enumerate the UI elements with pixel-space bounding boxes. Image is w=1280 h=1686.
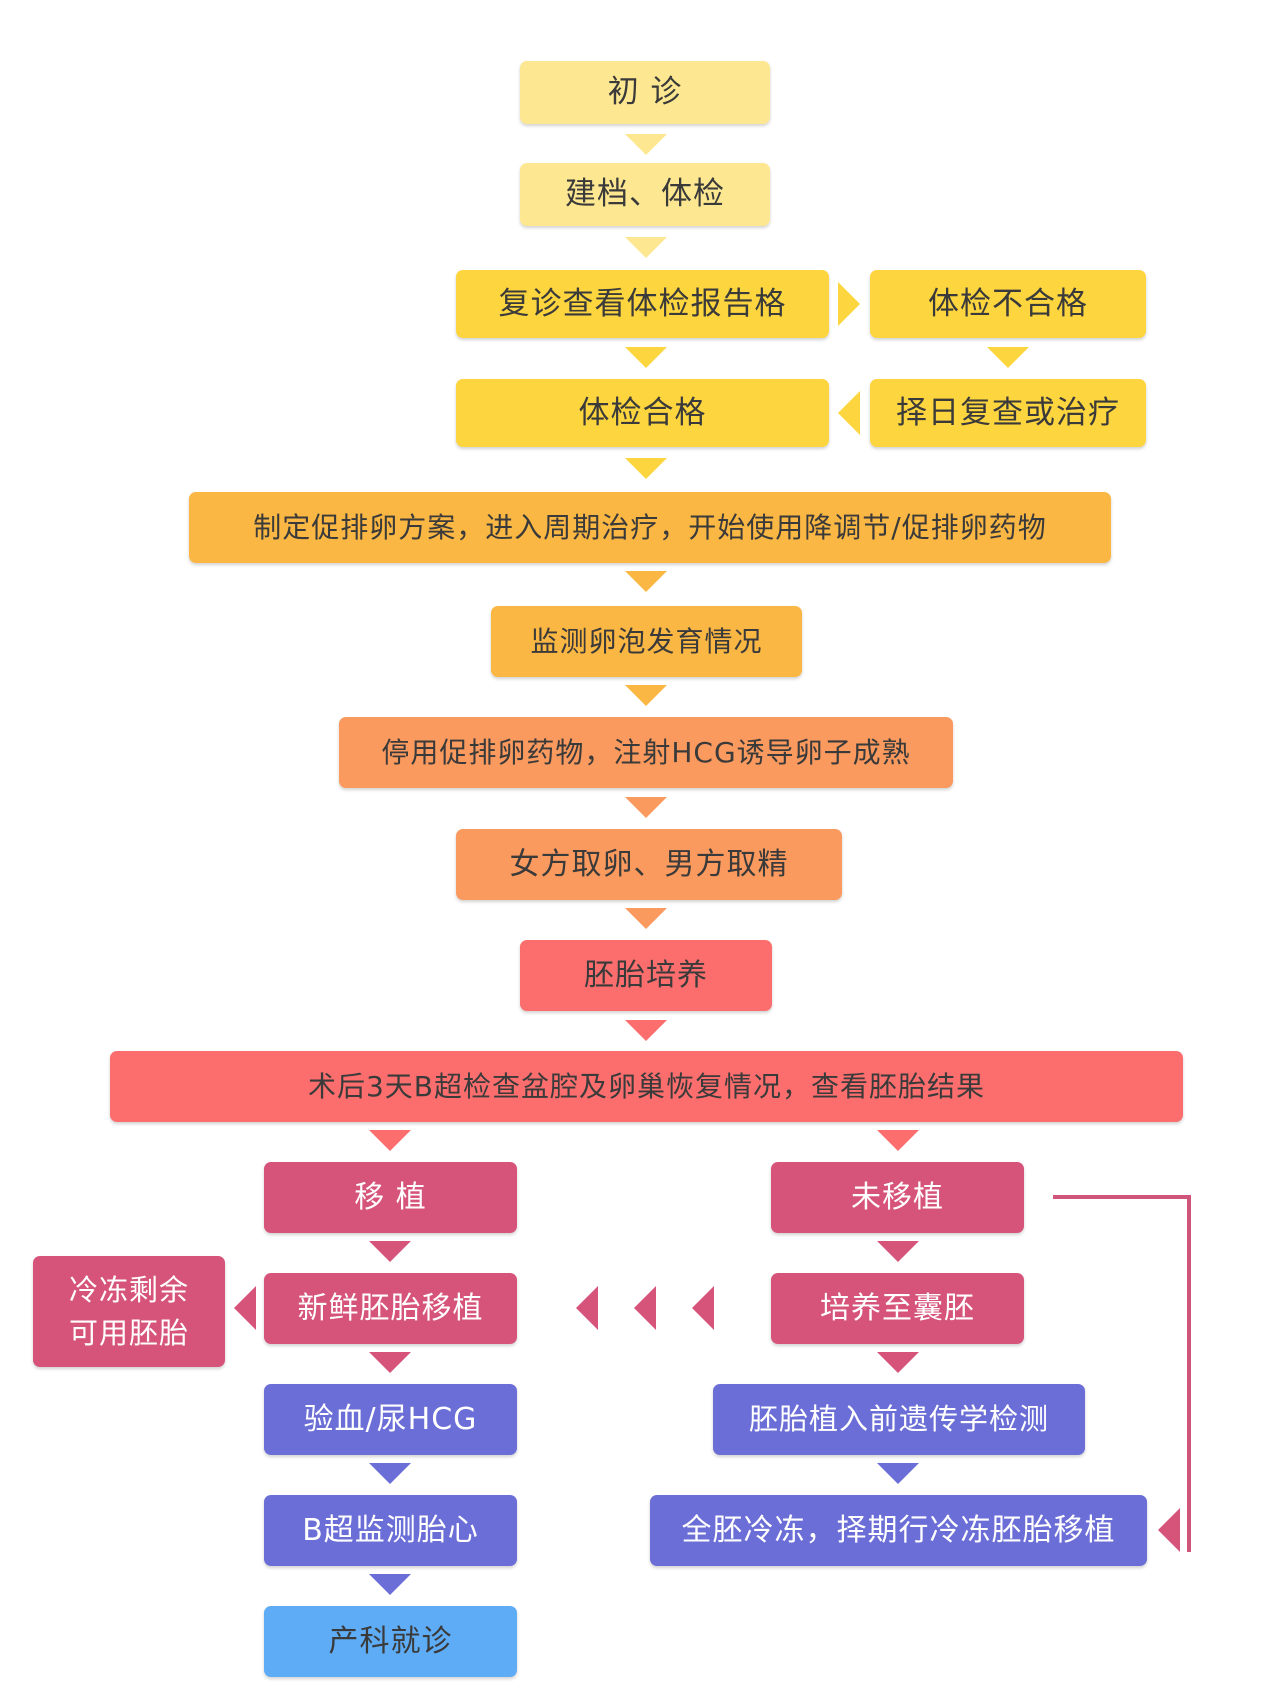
arrow-down-icon (625, 237, 667, 258)
step-hcg-trigger: 停用促排卵药物，注射HCG诱导卵子成熟 (339, 717, 953, 788)
arrow-left-icon (576, 1286, 598, 1330)
step-exam-pass: 体检合格 (456, 379, 829, 447)
step-recheck-or-treat: 择日复查或治疗 (870, 379, 1146, 447)
arrow-down-icon (369, 1574, 411, 1595)
arrow-left-icon (838, 391, 860, 435)
step-no-transfer: 未移植 (771, 1162, 1024, 1233)
step-blood-urine-hcg: 验血/尿HCG (264, 1384, 517, 1455)
arrow-down-icon (877, 1463, 919, 1484)
step-ovulation-protocol: 制定促排卵方案，进入周期治疗，开始使用降调节/促排卵药物 (189, 492, 1111, 563)
arrow-down-icon (625, 347, 667, 368)
step-ultrasound-heartbeat: B超监测胎心 (264, 1495, 517, 1566)
arrow-left-icon (1158, 1508, 1180, 1552)
arrow-down-icon (877, 1130, 919, 1151)
arrow-down-icon (369, 1352, 411, 1373)
step-fresh-embryo-transfer: 新鲜胚胎移植 (264, 1273, 517, 1344)
step-transfer: 移 植 (264, 1162, 517, 1233)
arrow-down-icon (625, 458, 667, 479)
arrow-down-icon (369, 1241, 411, 1262)
step-culture-to-blastocyst: 培养至囊胚 (771, 1273, 1024, 1344)
arrow-down-icon (877, 1352, 919, 1373)
arrow-down-icon (625, 1020, 667, 1041)
arrow-left-icon (234, 1286, 256, 1330)
arrow-down-icon (369, 1130, 411, 1151)
step-monitor-follicles: 监测卵泡发育情况 (491, 606, 802, 677)
arrow-down-icon (625, 797, 667, 818)
step-obstetrics-visit: 产科就诊 (264, 1606, 517, 1677)
arrow-down-icon (625, 134, 667, 155)
step-egg-sperm-retrieval: 女方取卵、男方取精 (456, 829, 842, 900)
connector-line (1053, 1195, 1191, 1552)
arrow-down-icon (987, 347, 1029, 368)
arrow-down-icon (625, 685, 667, 706)
step-postop-ultrasound: 术后3天B超检查盆腔及卵巢恢复情况，查看胚胎结果 (110, 1051, 1183, 1122)
arrow-down-icon (625, 908, 667, 929)
arrow-right-icon (838, 282, 860, 326)
step-review-report: 复诊查看体检报告格 (456, 270, 829, 338)
arrow-left-icon (634, 1286, 656, 1330)
arrow-left-icon (692, 1286, 714, 1330)
arrow-down-icon (369, 1463, 411, 1484)
step-pgt: 胚胎植入前遗传学检测 (713, 1384, 1085, 1455)
step-exam-fail: 体检不合格 (870, 270, 1146, 338)
step-freeze-all-embryos: 全胚冷冻，择期行冷冻胚胎移植 (650, 1495, 1147, 1566)
step-embryo-culture: 胚胎培养 (520, 940, 772, 1011)
step-file-and-exam: 建档、体检 (520, 163, 770, 226)
step-initial-visit: 初 诊 (520, 61, 770, 124)
arrow-down-icon (625, 571, 667, 592)
step-freeze-spare-embryos: 冷冻剩余 可用胚胎 (33, 1256, 225, 1367)
arrow-down-icon (877, 1241, 919, 1262)
